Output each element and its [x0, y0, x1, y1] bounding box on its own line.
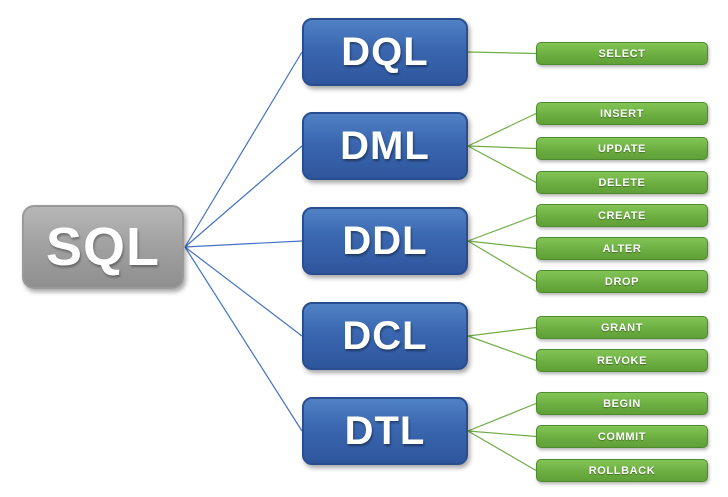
connector-dcl-revoke — [467, 335, 537, 362]
connector-ddl-drop — [467, 240, 537, 283]
command-node-alter: ALTER — [536, 237, 708, 260]
connector-dml-update — [467, 145, 537, 150]
connector-dtl-commit — [467, 430, 537, 438]
connector-dml-insert — [467, 112, 537, 147]
connector-sql-dtl — [184, 246, 303, 432]
command-node-insert: INSERT — [536, 102, 708, 125]
connector-ddl-alter — [467, 240, 537, 250]
command-node-drop: DROP — [536, 270, 708, 293]
connector-sql-dml — [184, 145, 303, 248]
command-node-grant: GRANT — [536, 316, 708, 339]
command-node-begin: BEGIN — [536, 392, 708, 415]
connector-ddl-create — [467, 214, 537, 242]
connector-dql-select — [467, 51, 537, 55]
category-node-ddl: DDL — [302, 207, 468, 275]
command-node-delete: DELETE — [536, 171, 708, 194]
command-node-revoke: REVOKE — [536, 349, 708, 372]
category-node-dml: DML — [302, 112, 468, 180]
command-node-update: UPDATE — [536, 137, 708, 160]
root-node-sql: SQL — [22, 205, 184, 289]
connector-dcl-grant — [467, 326, 537, 337]
category-node-dql: DQL — [302, 18, 468, 86]
connector-dtl-rollback — [467, 430, 537, 472]
connector-dtl-begin — [467, 402, 537, 432]
connector-sql-ddl — [184, 240, 303, 248]
connector-sql-dcl — [184, 246, 303, 337]
connector-dml-delete — [467, 145, 537, 184]
command-node-select: SELECT — [536, 42, 708, 65]
category-node-dtl: DTL — [302, 397, 468, 465]
command-node-rollback: ROLLBACK — [536, 459, 708, 482]
category-node-dcl: DCL — [302, 302, 468, 370]
command-node-commit: COMMIT — [536, 425, 708, 448]
connector-sql-dql — [184, 51, 303, 248]
command-node-create: CREATE — [536, 204, 708, 227]
